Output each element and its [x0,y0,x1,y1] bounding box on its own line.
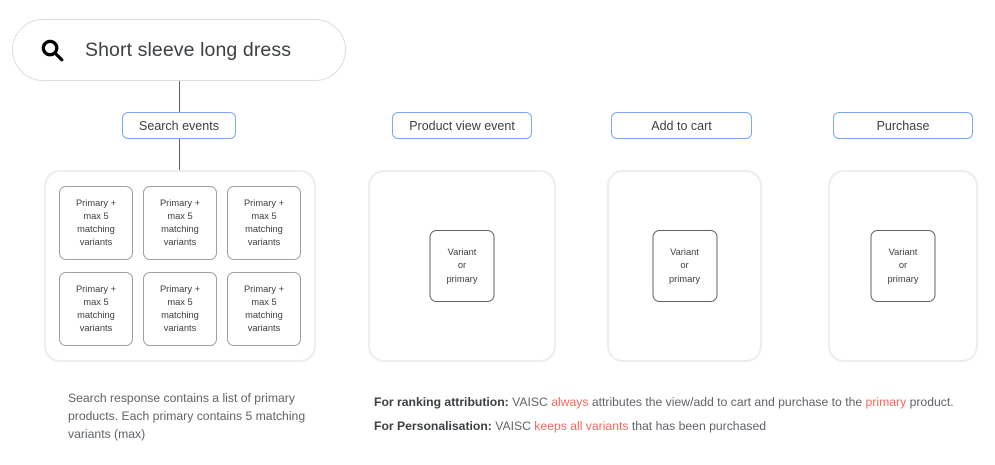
note-ranking-attribution: For ranking attribution: VAISC always at… [374,391,989,415]
connector-chip-to-panel [178,139,180,170]
attribution-notes: For ranking attribution: VAISC always at… [374,391,989,439]
note-body: VAISC always attributes the view/add to … [508,395,954,409]
chip-label: Add to cart [651,118,712,133]
search-bar[interactable]: Short sleeve long dress [12,19,346,81]
note-personalisation: For Personalisation: VAISC keeps all var… [374,415,989,439]
chip-add-to-cart[interactable]: Add to cart [611,112,752,139]
note-label: For Personalisation: [374,418,492,433]
search-icon [41,39,64,62]
chip-search-events[interactable]: Search events [122,112,236,139]
note-label: For ranking attribution: [374,395,509,409]
caption-search-response: Search response contains a list of prima… [68,391,306,441]
search-query-text: Short sleeve long dress [85,38,292,61]
chip-label: Product view event [409,118,515,133]
note-body: VAISC keeps all variants that has been p… [491,418,767,433]
chip-label: Search events [139,118,219,133]
chip-product-view-event[interactable]: Product view event [392,112,532,139]
connector-searchbar-to-chip [178,81,180,112]
chip-purchase[interactable]: Purchase [833,112,973,139]
chip-label: Purchase [876,118,930,133]
